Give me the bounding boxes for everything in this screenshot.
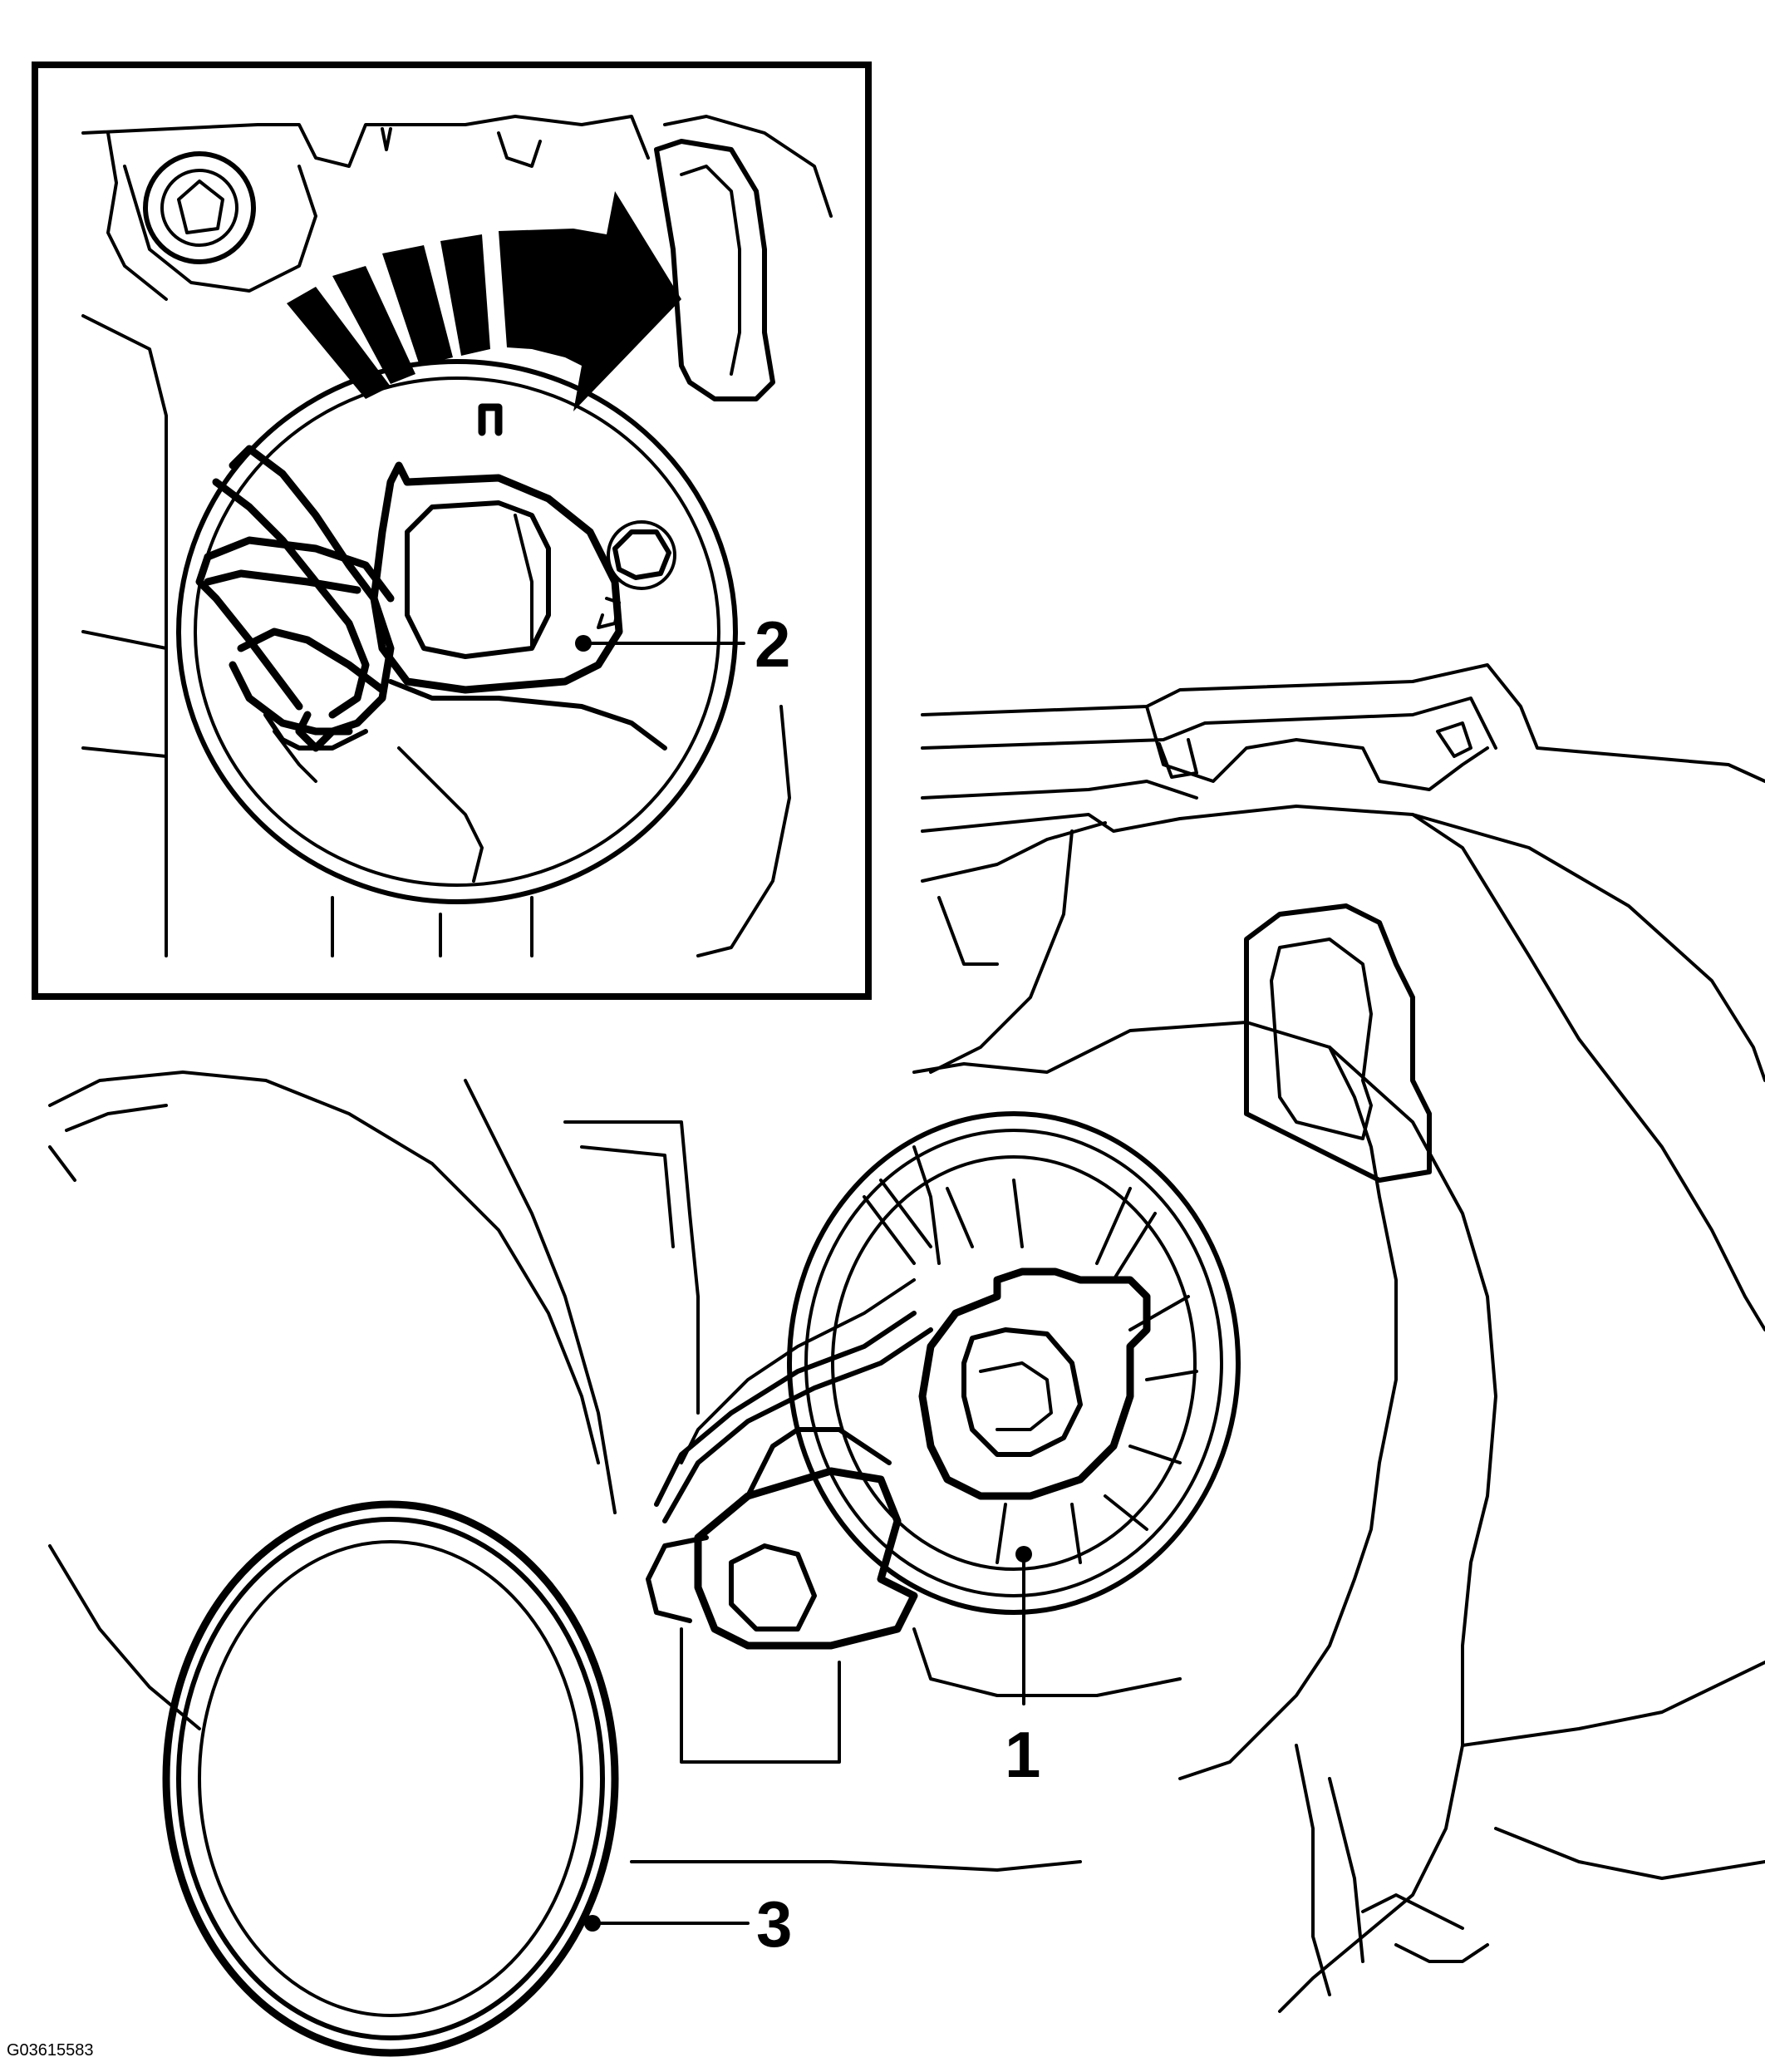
callout-1-label: 1 [1005,1718,1040,1791]
callout-3-label: 3 [756,1887,792,1961]
callout-1: 1 [1005,1546,1040,1791]
headlamp-assembly-main-view [48,663,1765,2057]
callout-2-label: 2 [755,608,790,681]
inset-detail-view [32,62,872,1000]
callout-3: 3 [584,1887,792,1961]
callout-2: 2 [575,608,790,681]
figure-id: G03615583 [7,2041,94,2060]
inset-frame [32,62,872,1000]
